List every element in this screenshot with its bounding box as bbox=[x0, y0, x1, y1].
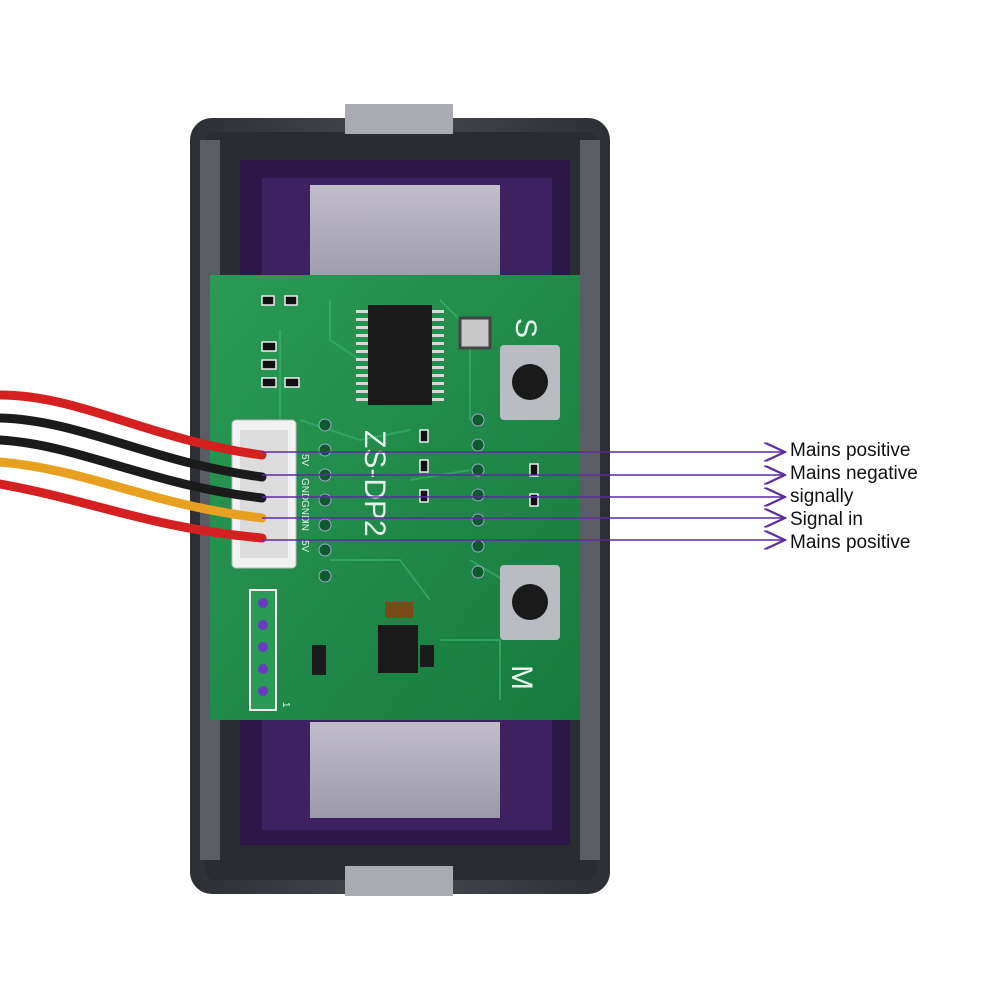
wires bbox=[0, 390, 267, 543]
top-clip bbox=[345, 104, 453, 134]
lower-display-window bbox=[240, 710, 570, 845]
callout-label-mains-positive-2: Mains positive bbox=[790, 532, 911, 553]
callout-lines bbox=[262, 452, 785, 540]
bottom-clip bbox=[345, 866, 453, 896]
upper-display-window bbox=[240, 160, 570, 290]
capacitor bbox=[385, 602, 413, 618]
button-s-label: S bbox=[509, 318, 542, 338]
pin-label: GND bbox=[299, 500, 310, 522]
callout-label-signally: signally bbox=[790, 486, 854, 507]
callout-label-mains-positive-1: Mains positive bbox=[790, 440, 911, 461]
voltage-regulator bbox=[378, 625, 418, 673]
pin-label: 5V bbox=[299, 454, 310, 467]
pin-label: GND bbox=[299, 478, 310, 500]
board-model-label: ZS-DP2 bbox=[358, 430, 391, 537]
callout-label-mains-negative: Mains negative bbox=[790, 463, 918, 484]
programming-header bbox=[249, 589, 277, 711]
pin-label: 5V bbox=[299, 540, 310, 553]
pin-label: IN bbox=[299, 521, 310, 531]
button-s bbox=[500, 345, 560, 420]
button-m-label: M bbox=[505, 665, 538, 690]
button-m bbox=[500, 565, 560, 640]
microcontroller-chip bbox=[368, 305, 432, 405]
callout-label-signal-in: Signal in bbox=[790, 509, 863, 530]
header-pin1-label: 1 bbox=[280, 702, 291, 708]
pin-labels: 5V GND GND IN 5V bbox=[299, 454, 310, 553]
crystal-oscillator bbox=[458, 316, 492, 350]
